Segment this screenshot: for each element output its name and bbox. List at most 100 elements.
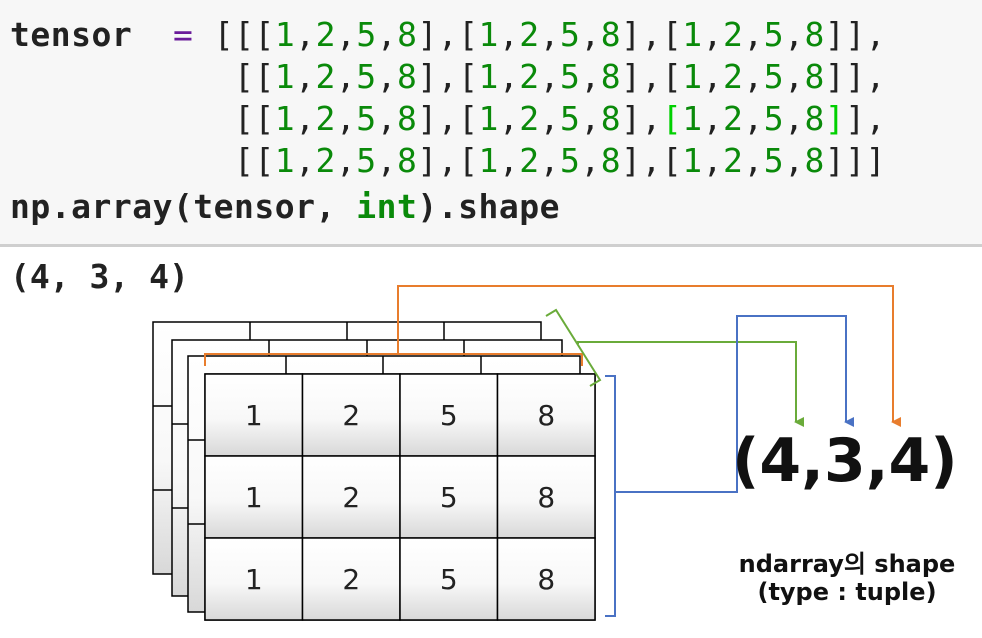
- code-token: ],[: [417, 15, 479, 54]
- code-token: ,: [743, 57, 764, 96]
- code-token: ,: [376, 99, 398, 138]
- code-token: 1: [478, 15, 499, 54]
- matrix-cell: [496, 537, 596, 621]
- code-token: ],[: [621, 141, 683, 180]
- code-token: 1: [274, 15, 296, 54]
- code-token: ,: [498, 99, 520, 138]
- code-token: 2: [519, 99, 540, 138]
- code-token: 2: [315, 57, 336, 96]
- code-token: ],[: [417, 141, 479, 180]
- code-token: [[[: [193, 15, 275, 54]
- code-line-4: [[1,2,5,8],[1,2,5,8],[1,2,5,8]]]: [10, 140, 886, 182]
- code-token: int: [356, 187, 418, 226]
- code-token: 5: [560, 99, 581, 138]
- code-token: ,: [702, 15, 724, 54]
- matrix-cell-value: 5: [440, 399, 458, 432]
- code-token: ,: [784, 15, 805, 54]
- code-token: ,: [743, 15, 764, 54]
- code-token: ,: [539, 57, 561, 96]
- shape-label: (4,3,4): [732, 426, 958, 496]
- matrix-cell-value: 8: [537, 481, 555, 514]
- code-token: ,: [580, 15, 601, 54]
- code-token: ,: [498, 57, 520, 96]
- caption-line-2: (type : tuple): [757, 578, 937, 606]
- caption-line-1: ndarray의 shape: [738, 550, 956, 578]
- code-token: 8: [397, 141, 418, 180]
- code-token: ,: [295, 15, 316, 54]
- code-token: ,: [580, 57, 601, 96]
- code-token: ,: [295, 99, 316, 138]
- code-token: 1: [274, 99, 296, 138]
- matrix-cell: [399, 373, 499, 457]
- code-token: 1: [682, 99, 703, 138]
- code-token: ,: [335, 99, 357, 138]
- code-token: ,: [784, 57, 805, 96]
- matrix-cell: [204, 537, 304, 621]
- code-token: 5: [560, 141, 581, 180]
- code-token: ],: [845, 99, 887, 138]
- code-token: ]],: [824, 15, 887, 54]
- code-token: ,: [539, 99, 561, 138]
- code-token: 8: [804, 15, 825, 54]
- code-token: 2: [519, 15, 540, 54]
- matrix-cell-value: 8: [537, 563, 555, 596]
- code-token: ],[: [417, 99, 479, 138]
- code-token: ],[: [621, 57, 683, 96]
- code-line-5: np.array(tensor, int).shape: [10, 186, 560, 228]
- code-token: [[: [10, 99, 275, 138]
- matrix-cell: [204, 455, 304, 539]
- code-token: ]],: [824, 57, 886, 96]
- code-token: ,: [376, 15, 398, 54]
- code-token: 1: [478, 57, 499, 96]
- code-cell: tensor = [[[1,2,5,8],[1,2,5,8],[1,2,5,8]…: [0, 0, 982, 247]
- matrix-cell-value: 1: [245, 399, 263, 432]
- code-token: ,: [376, 141, 398, 180]
- code-token: 5: [763, 141, 785, 180]
- code-token: ,: [580, 99, 601, 138]
- code-token: ,: [702, 141, 723, 180]
- code-token: [[: [10, 57, 275, 96]
- code-token: 8: [397, 57, 418, 96]
- code-token: ,: [498, 141, 520, 180]
- code-token: 8: [804, 141, 825, 180]
- code-line-3: [[1,2,5,8],[1,2,5,8],[1,2,5,8]],: [10, 98, 886, 140]
- code-token: ,: [335, 15, 357, 54]
- code-token: ,: [784, 141, 805, 180]
- code-token: ,: [539, 15, 561, 54]
- axis-orange-connector: [204, 285, 901, 427]
- code-token: 1: [682, 15, 703, 54]
- code-token: tensor: [10, 15, 173, 54]
- code-token: ,: [702, 57, 723, 96]
- output-text: (4, 3, 4): [10, 257, 189, 296]
- matrix-cell: [496, 373, 596, 457]
- code-token: 8: [600, 15, 622, 54]
- code-token: 5: [356, 57, 377, 96]
- matrix-cell-value: 2: [342, 563, 360, 596]
- code-token: 8: [600, 99, 622, 138]
- matrix-cell-value: 2: [342, 481, 360, 514]
- code-token: 5: [356, 15, 377, 54]
- matrix-cell-value: 5: [440, 563, 458, 596]
- matrix-cell-value: 5: [440, 481, 458, 514]
- code-token: 1: [274, 141, 296, 180]
- code-token: 5: [763, 57, 785, 96]
- code-token: ],[: [417, 57, 479, 96]
- matrix-cell: [301, 537, 401, 621]
- matrix-cell: [496, 455, 596, 539]
- code-token: 1: [682, 57, 703, 96]
- code-token: 5: [763, 15, 785, 54]
- code-token: [[: [10, 141, 275, 180]
- code-token: ],[: [621, 15, 683, 54]
- code-token: 2: [519, 141, 540, 180]
- code-token: 8: [600, 141, 622, 180]
- axis-blue-connector: [605, 315, 854, 617]
- code-token: 8: [804, 57, 825, 96]
- matrix-cell-value: 8: [537, 399, 555, 432]
- code-token: ,: [295, 141, 316, 180]
- code-token: 5: [560, 57, 581, 96]
- code-token: 2: [723, 15, 744, 54]
- code-token: ,: [580, 141, 601, 180]
- code-token: 2: [519, 57, 540, 96]
- code-token: 5: [356, 99, 377, 138]
